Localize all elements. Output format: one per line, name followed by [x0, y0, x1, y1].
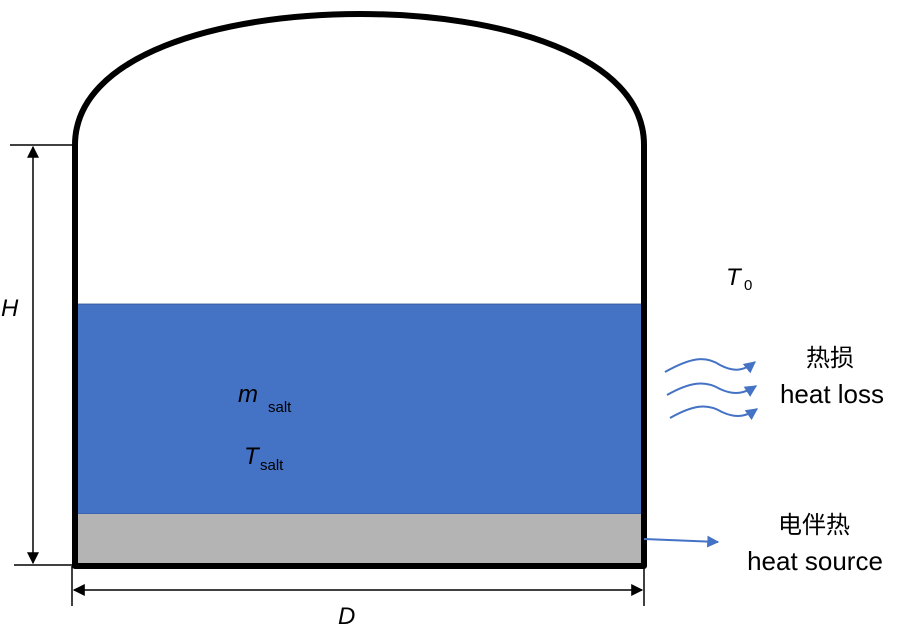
molten-salt [76, 303, 644, 515]
diameter-label: D [338, 603, 355, 630]
heater-layer [77, 514, 643, 564]
heat-source-cn: 电伴热 [778, 511, 850, 539]
salt-temp-label: T [244, 443, 261, 470]
height-dimension [10, 144, 75, 566]
heat-source-arrow [643, 535, 720, 548]
salt-temp-subscript: salt [260, 457, 284, 474]
mass-subscript: salt [268, 399, 292, 416]
tank-wall [72, 11, 647, 569]
heat-loss-cn: 热损 [806, 344, 854, 372]
mass-label: m [238, 381, 258, 408]
ambient-temp-label: T [726, 264, 743, 291]
diameter-dimension [71, 566, 645, 606]
heat-source-en: heat source [747, 546, 883, 576]
ambient-temp-subscript: 0 [744, 277, 752, 294]
height-label: H [1, 295, 19, 322]
heat-loss-arrows [664, 358, 758, 421]
heat-loss-en: heat loss [780, 379, 884, 409]
